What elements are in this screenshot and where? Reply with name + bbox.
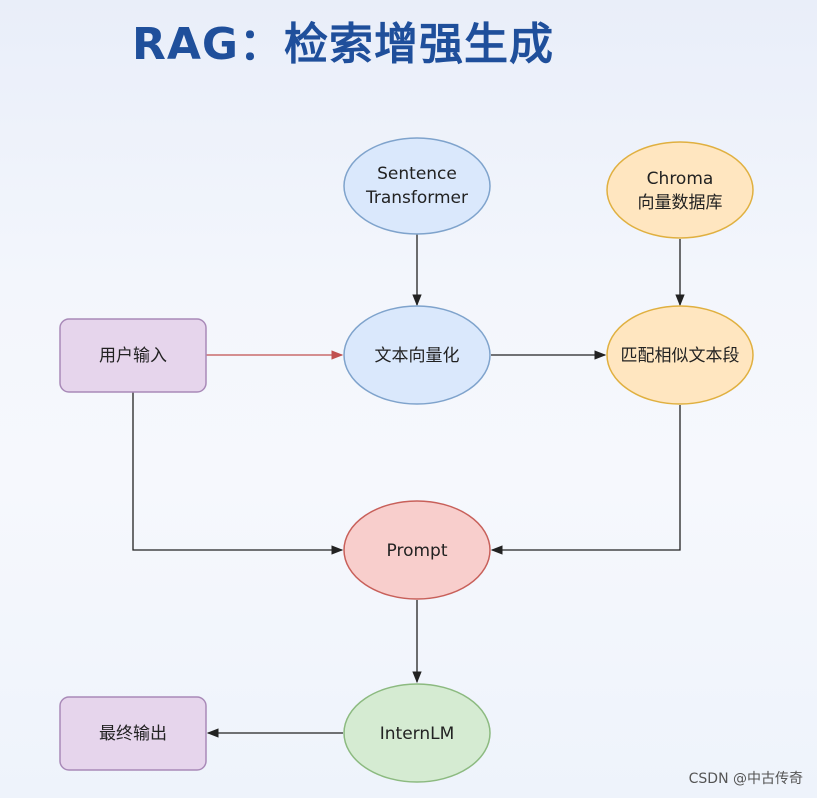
page-title: RAG：检索增强生成: [132, 19, 555, 70]
node-chroma-line1: Chroma: [647, 169, 714, 189]
node-sentence-transformer-line2: Transformer: [365, 188, 468, 208]
node-prompt: Prompt: [343, 500, 491, 600]
node-user-input: 用户输入: [59, 318, 207, 393]
node-match-label: 匹配相似文本段: [621, 346, 740, 366]
node-sentence-transformer-line1: Sentence: [377, 164, 457, 184]
edge-match-to-prompt: [490, 405, 681, 555]
edge-input-to-prompt: [132, 392, 344, 555]
node-prompt-label: Prompt: [387, 541, 448, 561]
watermark: CSDN @中古传奇: [688, 771, 803, 787]
node-sentence-transformer: Sentence Transformer: [343, 137, 491, 235]
node-vectorize-label: 文本向量化: [375, 346, 460, 366]
node-chroma-line2: 向量数据库: [638, 193, 723, 213]
node-internlm: InternLM: [343, 683, 491, 783]
node-match: 匹配相似文本段: [606, 305, 754, 405]
node-final-output-label: 最终输出: [99, 724, 167, 744]
node-vectorize: 文本向量化: [343, 305, 491, 405]
node-final-output: 最终输出: [59, 696, 207, 771]
node-chroma: Chroma 向量数据库: [606, 141, 754, 239]
node-user-input-label: 用户输入: [99, 346, 167, 366]
node-internlm-label: InternLM: [380, 724, 455, 744]
